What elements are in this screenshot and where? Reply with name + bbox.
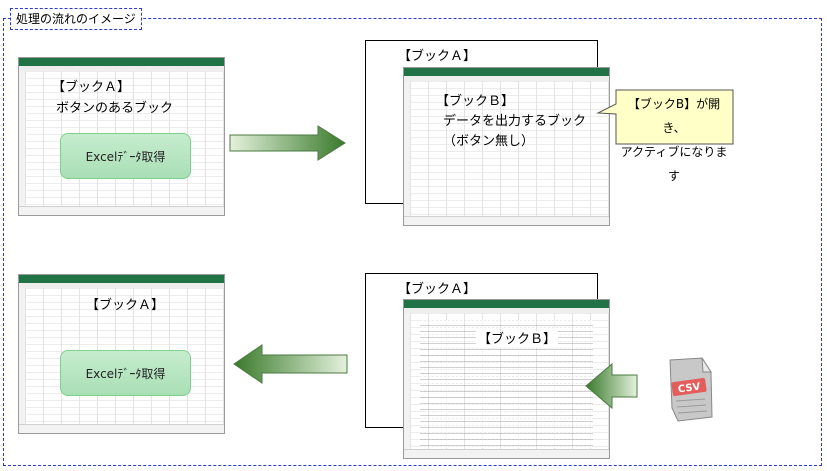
arrow-left-icon <box>233 344 348 384</box>
panel2-line2: （ボタン無し） <box>443 134 535 149</box>
panel1-title: 【ブックＡ】 <box>52 80 131 95</box>
frame-title: 処理の流れのイメージ <box>10 8 142 30</box>
excel-window-book-b <box>403 67 610 226</box>
flow-frame <box>3 18 822 466</box>
callout-text: 【ブックB】が開き、 アクティブになります <box>618 92 730 188</box>
csv-label: CSV <box>677 381 701 395</box>
panel3-title: 【ブックＡ】 <box>86 298 165 313</box>
callout-line1: 【ブックB】が開き、 <box>627 97 721 135</box>
arrow-right-icon <box>229 125 346 161</box>
csv-file-icon: CSV <box>669 357 713 422</box>
callout-shape <box>596 89 734 145</box>
panel4-front-title: 【ブックＢ】 <box>476 331 559 348</box>
callout-line2: アクティブになります <box>620 145 728 183</box>
excel-ribbon <box>19 58 224 66</box>
excel-data-fetch-button-2[interactable]: Excelﾃﾞｰﾀ取得 <box>60 350 191 396</box>
panel1-subtitle: ボタンのあるブック <box>56 101 174 116</box>
panel2-line1: データを出力するブック <box>443 114 587 129</box>
arrow-left-small-icon <box>585 362 638 410</box>
panel2-front-title: 【ブックＢ】 <box>436 94 515 109</box>
panel4-back-title: 【ブックＡ】 <box>398 282 477 297</box>
excel-window-book-a-return <box>18 274 225 434</box>
panel2-back-title: 【ブックＡ】 <box>398 49 477 64</box>
excel-data-fetch-button[interactable]: Excelﾃﾞｰﾀ取得 <box>60 133 191 179</box>
